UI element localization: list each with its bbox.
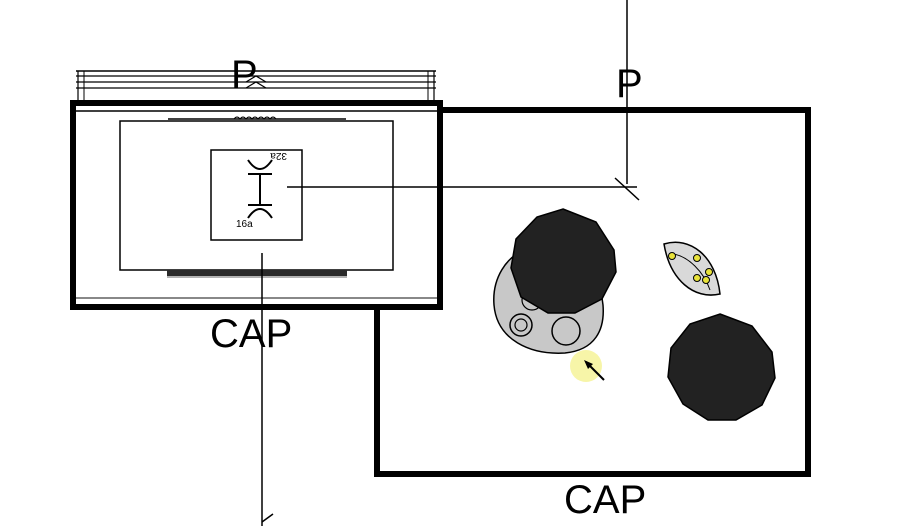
small-burner-ring[interactable] [509,313,533,337]
electrical-socket-icon[interactable] [210,149,303,241]
leader-lines [261,0,640,526]
large-burner-bottom[interactable] [667,313,776,421]
label-p-right: P [616,62,643,106]
large-burner-top[interactable] [510,208,617,314]
label-socket-bottom: 16a [236,219,253,230]
cursor-arrow-icon [570,350,605,382]
label-cap-right: CAP [564,478,646,522]
medium-burner-ring[interactable] [551,316,581,346]
label-cap-left: CAP [210,312,292,356]
label-socket-top: 32a [270,150,287,161]
left-cabinet[interactable] [70,70,443,310]
leaf-icon[interactable] [663,241,721,296]
label-p-left: P [231,53,258,97]
